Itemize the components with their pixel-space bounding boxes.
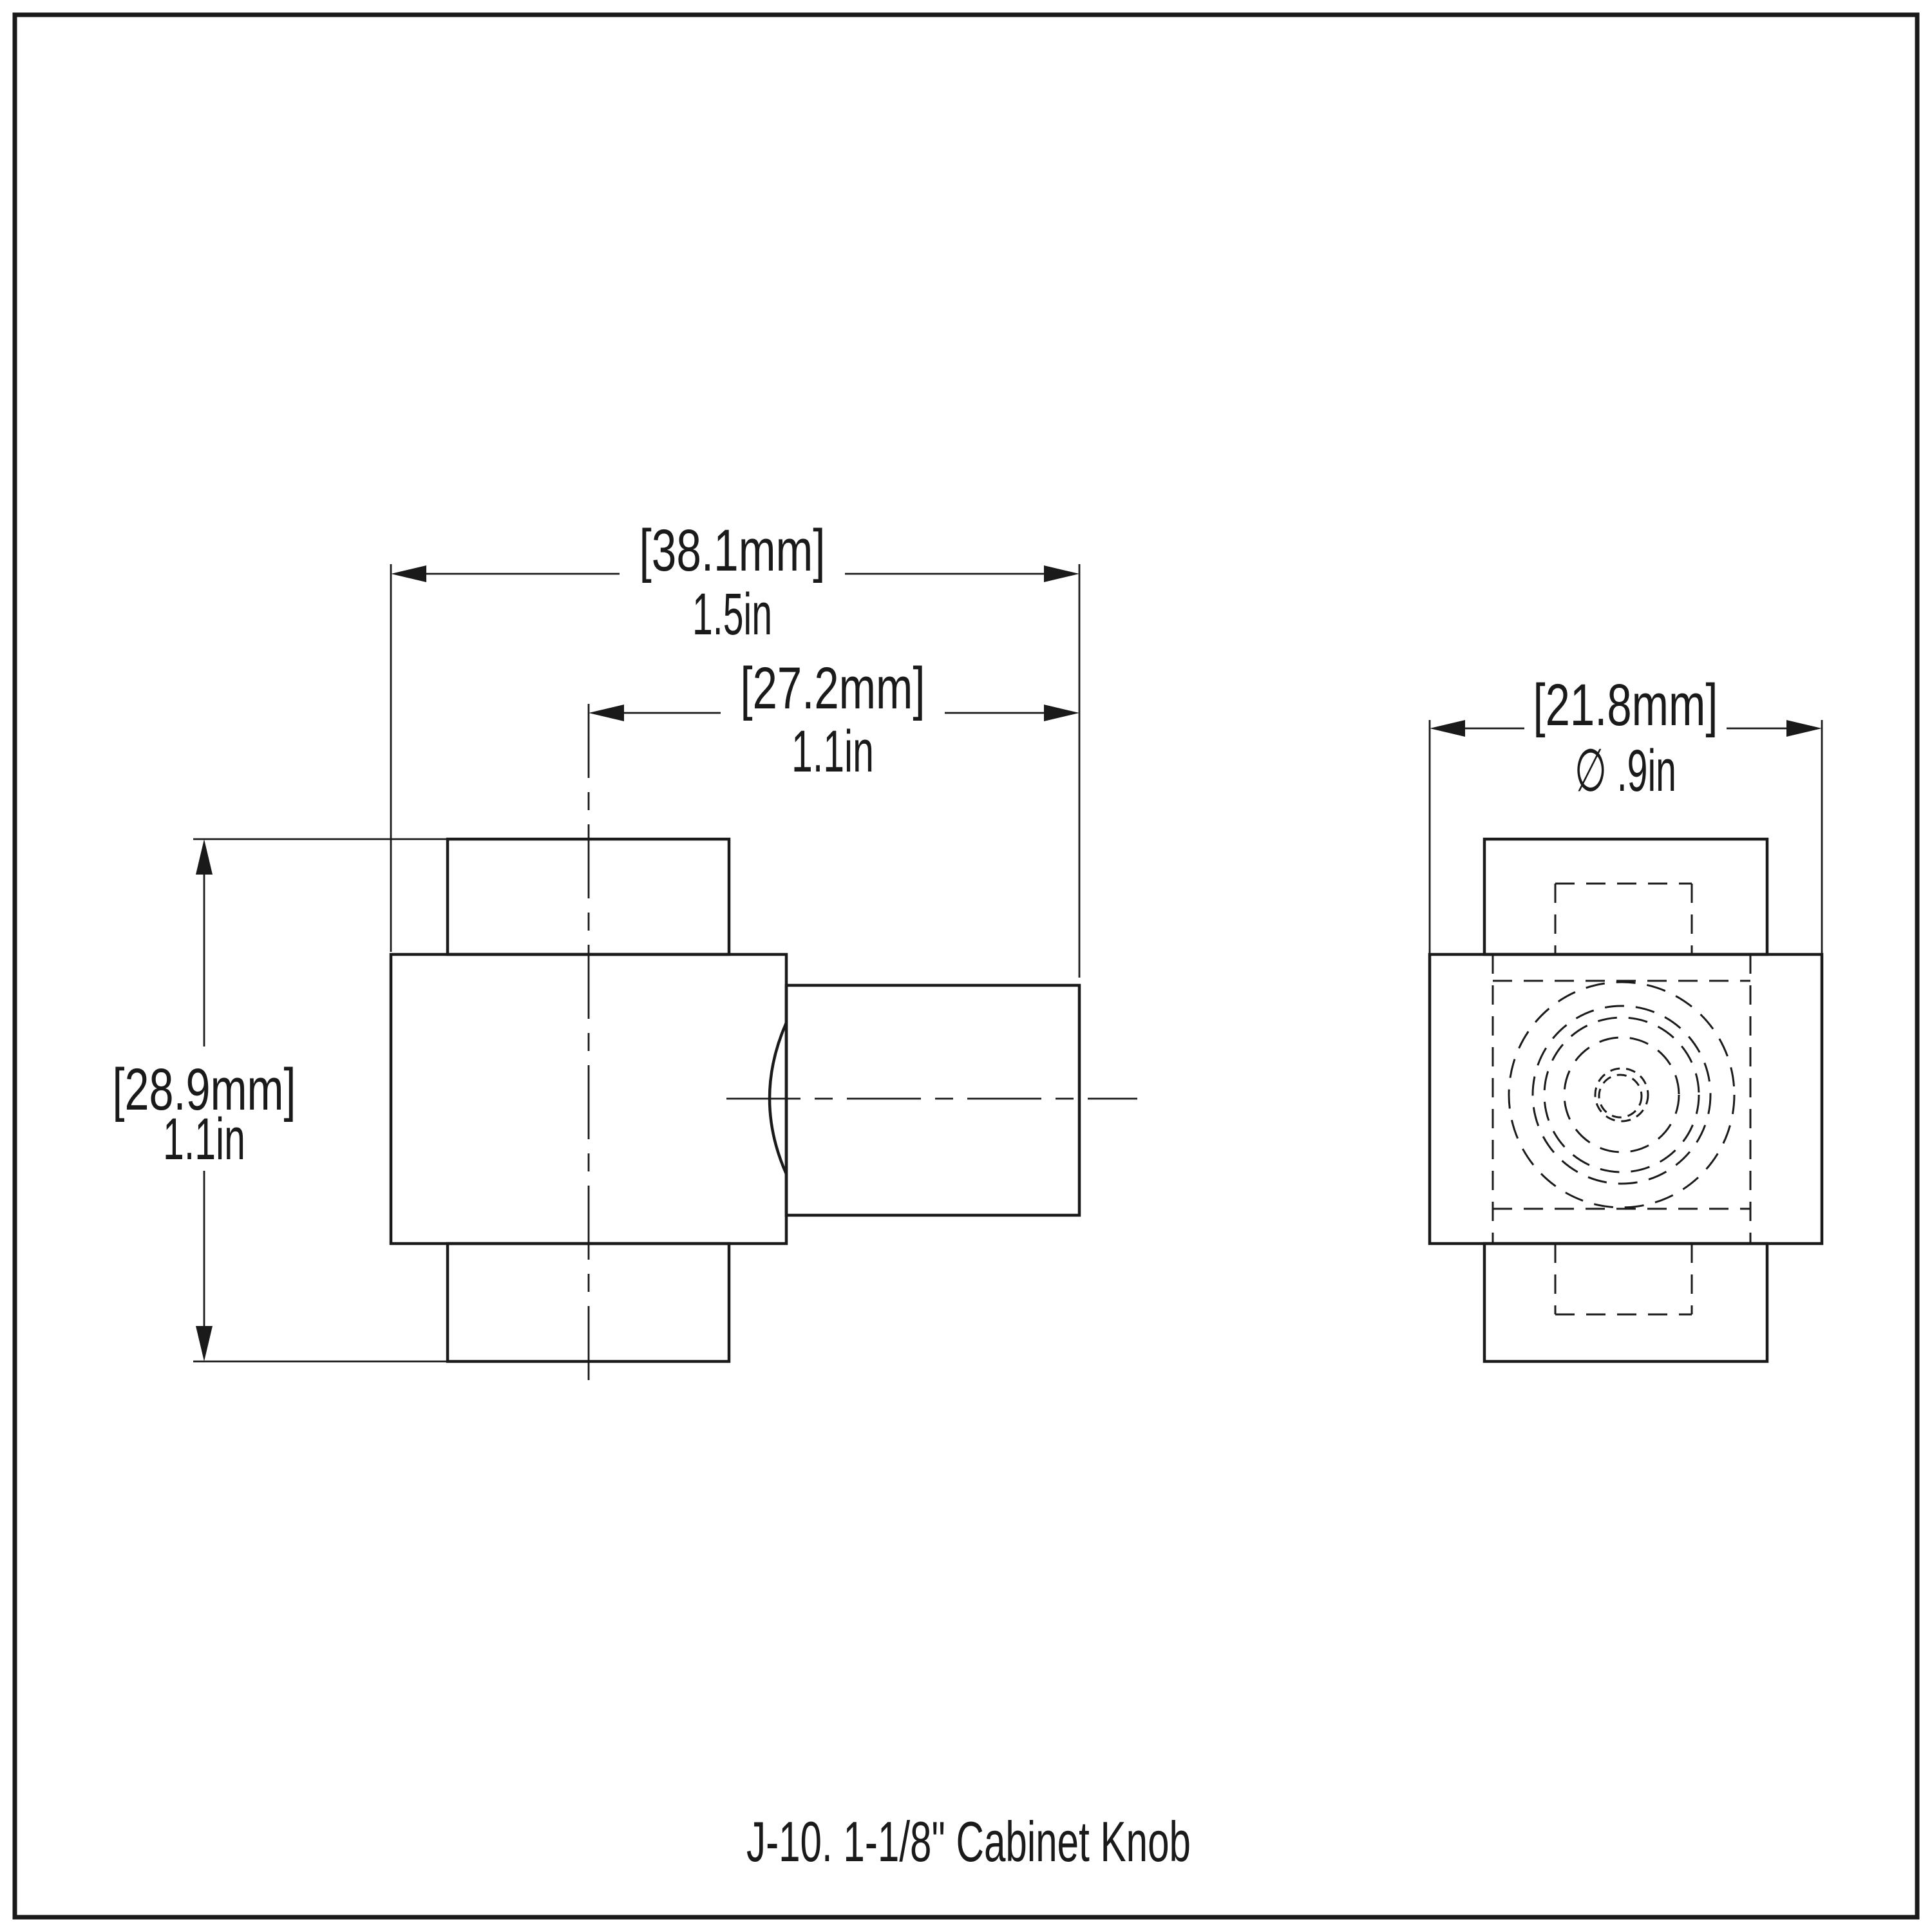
arrowhead-right bbox=[1786, 720, 1822, 737]
hidden-top-tab bbox=[1554, 882, 1693, 954]
dim-face-diameter-imperial: ∅ .9in bbox=[1575, 738, 1676, 804]
drawing-caption: J-10. 1-1/8" Cabinet Knob bbox=[746, 1810, 1191, 1873]
dimension-overall-height: [28.9mm] 1.1in bbox=[113, 838, 448, 1363]
front-face-rect bbox=[1428, 952, 1824, 1245]
dim-projection-metric: [27.2mm] bbox=[741, 656, 925, 721]
arrowhead-right bbox=[1044, 565, 1079, 582]
hidden-screw-hole-inner bbox=[1598, 1074, 1643, 1119]
dim-overall-depth-metric: [38.1mm] bbox=[639, 518, 826, 583]
hidden-circle-2 bbox=[1531, 1005, 1712, 1185]
hidden-circle-3 bbox=[1543, 1016, 1700, 1173]
dim-projection-imperial: 1.1in bbox=[791, 719, 874, 784]
arrowhead-right bbox=[1044, 705, 1079, 721]
hidden-circle-outer bbox=[1508, 981, 1736, 1209]
dimension-projection: [27.2mm] 1.1in bbox=[589, 656, 1079, 784]
arrowhead-left bbox=[1430, 720, 1465, 737]
dimension-overall-depth: [38.1mm] 1.5in bbox=[390, 518, 1081, 978]
dim-face-diameter-metric: [21.8mm] bbox=[1533, 672, 1718, 738]
dim-overall-height-metric: [28.9mm] bbox=[113, 1057, 296, 1122]
hidden-bottom-tab bbox=[1554, 1244, 1693, 1316]
side-stem bbox=[784, 983, 1081, 1217]
arrowhead-left bbox=[589, 705, 624, 721]
front-bottom-flange bbox=[1482, 1242, 1769, 1363]
hidden-circle-4 bbox=[1563, 1036, 1680, 1153]
dimension-face-diameter: [21.8mm] ∅ .9in bbox=[1428, 672, 1823, 954]
arrowhead-left bbox=[391, 565, 426, 582]
dim-overall-depth-imperial: 1.5in bbox=[692, 582, 772, 647]
hidden-screw-hole-outer bbox=[1594, 1067, 1649, 1122]
arrowhead-down bbox=[196, 1326, 213, 1361]
arrowhead-up bbox=[196, 839, 213, 875]
dim-overall-height-imperial: 1.1in bbox=[163, 1106, 245, 1172]
front-view bbox=[1428, 837, 1824, 1363]
sheet-border bbox=[12, 12, 1920, 1920]
side-view bbox=[389, 704, 1137, 1385]
front-top-flange bbox=[1482, 837, 1769, 956]
